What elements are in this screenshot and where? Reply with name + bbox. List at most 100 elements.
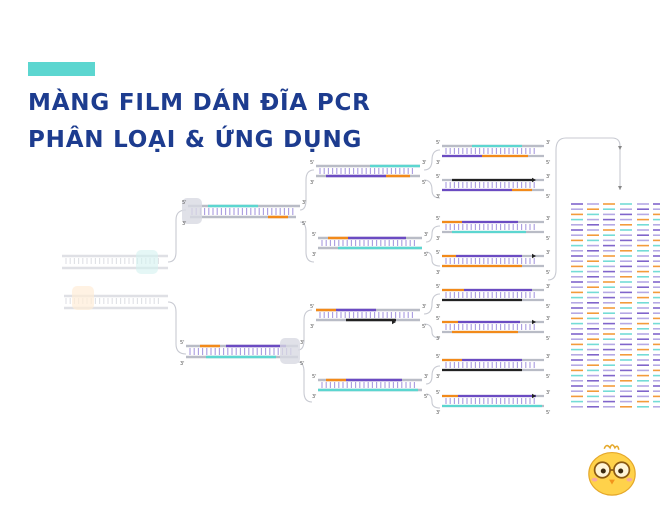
strand-end-label: 5' bbox=[546, 194, 551, 200]
strand-end-label: 3' bbox=[180, 361, 185, 367]
connector-line bbox=[299, 169, 315, 211]
strand-end-label: 5' bbox=[546, 160, 551, 166]
strand-end-label: 3' bbox=[302, 200, 307, 206]
connector-line bbox=[423, 293, 441, 315]
base-pair-rungs bbox=[321, 240, 415, 246]
strand-end-label: 5' bbox=[436, 354, 441, 360]
strand-end-label: 3' bbox=[310, 180, 315, 186]
arrow-head bbox=[392, 319, 396, 325]
strand-end-label: 3' bbox=[310, 324, 315, 330]
strand-end-label: 5' bbox=[436, 216, 441, 222]
strand-end-label: 5' bbox=[300, 361, 305, 367]
strand-end-label: 3' bbox=[436, 270, 441, 276]
arrow-head bbox=[532, 177, 536, 183]
strand-end-label: 5' bbox=[546, 374, 551, 380]
arrow-head bbox=[532, 319, 536, 325]
strand-end-label: 3' bbox=[422, 160, 427, 166]
strand-end-label: 3' bbox=[312, 394, 317, 400]
strand-end-label: 5' bbox=[546, 336, 551, 342]
connector-line bbox=[425, 393, 441, 409]
strand-end-label: 5' bbox=[312, 374, 317, 380]
base-pair-rungs bbox=[445, 398, 535, 404]
base-pair-rungs bbox=[445, 258, 535, 264]
strand-end-label: 5' bbox=[436, 140, 441, 146]
strand-end-label: 5' bbox=[436, 174, 441, 180]
dna-strands bbox=[62, 144, 544, 408]
strand-end-label: 3' bbox=[300, 340, 305, 346]
strand-end-label: 5' bbox=[436, 316, 441, 322]
strand-end-label: 3' bbox=[546, 216, 551, 222]
connector-line bbox=[423, 149, 441, 171]
strand-end-label: 5' bbox=[546, 304, 551, 310]
enzyme-blob bbox=[280, 338, 300, 364]
connector-line bbox=[167, 209, 187, 263]
strand-end-label: 3' bbox=[436, 374, 441, 380]
connector-line bbox=[423, 179, 441, 199]
arrow-head bbox=[532, 253, 536, 259]
strand-end-label: 5' bbox=[546, 236, 551, 242]
base-pair-rungs bbox=[445, 324, 535, 330]
base-pair-rungs bbox=[319, 168, 413, 174]
connector-line bbox=[425, 225, 441, 243]
strand-end-label: 5' bbox=[436, 284, 441, 290]
base-pair-rungs bbox=[445, 292, 535, 298]
enzyme-blob bbox=[182, 198, 202, 224]
connector-line bbox=[425, 251, 441, 267]
strand-end-label: 3' bbox=[424, 374, 429, 380]
connector-line bbox=[423, 323, 441, 339]
page-title-line-1: MÀNG FILM DÁN ĐĨA PCR bbox=[28, 90, 371, 116]
strand-end-label: 5' bbox=[312, 232, 317, 238]
arrow-head bbox=[532, 393, 536, 399]
strand-end-label: 3' bbox=[436, 236, 441, 242]
strand-end-label: 5' bbox=[422, 180, 427, 186]
base-pair-rungs bbox=[65, 258, 159, 264]
amplified-product-array bbox=[571, 203, 660, 408]
base-pair-rungs bbox=[445, 182, 535, 188]
strand-end-label: 5' bbox=[424, 394, 429, 400]
strand-end-label: 5' bbox=[302, 221, 307, 227]
strand-end-label: 5' bbox=[422, 324, 427, 330]
base-pair-rungs bbox=[445, 148, 535, 154]
strand-end-label: 3' bbox=[422, 304, 427, 310]
strand-end-label: 3' bbox=[436, 410, 441, 416]
strand-end-label: 5' bbox=[546, 270, 551, 276]
connector-line bbox=[425, 365, 441, 385]
strand-end-label: 3' bbox=[546, 250, 551, 256]
base-pair-rungs bbox=[65, 298, 159, 304]
strand-end-label: 3' bbox=[436, 336, 441, 342]
initial-dna bbox=[62, 250, 168, 310]
strand-end-label: 5' bbox=[310, 160, 315, 166]
strand-end-labels: 5' 3' 3' 5' 5' 3' 3' 5' 5' 3' 3' 5' 5' 3' 3' 5' 5' 3' 3' 5'… bbox=[180, 140, 551, 416]
strand-end-label: 5' bbox=[424, 252, 429, 258]
base-pair-rungs bbox=[445, 362, 535, 368]
base-pair-rungs bbox=[189, 348, 292, 355]
chick-with-glasses-icon bbox=[588, 444, 636, 496]
strand-end-label: 3' bbox=[546, 284, 551, 290]
base-pair-rungs bbox=[191, 208, 294, 215]
arrow-head bbox=[618, 186, 622, 190]
strand-end-label: 5' bbox=[182, 200, 187, 206]
strand-end-label: 3' bbox=[436, 160, 441, 166]
strand-end-label: 3' bbox=[546, 140, 551, 146]
strand-end-label: 3' bbox=[546, 390, 551, 396]
strand-end-label: 3' bbox=[436, 304, 441, 310]
base-pair-rungs bbox=[321, 382, 415, 388]
connector-line bbox=[547, 137, 621, 281]
page-title-line-2: PHÂN LOẠI & ỨNG DỤNG bbox=[28, 127, 363, 153]
strand-end-label: 3' bbox=[546, 316, 551, 322]
strand-end-label: 5' bbox=[546, 410, 551, 416]
strand-end-label: 3' bbox=[312, 252, 317, 258]
connector-line bbox=[297, 361, 313, 403]
connector-line bbox=[167, 301, 187, 355]
strand-end-label: 5' bbox=[436, 250, 441, 256]
strand-end-label: 5' bbox=[436, 390, 441, 396]
strand-end-label: 3' bbox=[436, 194, 441, 200]
strand-end-label: 3' bbox=[182, 221, 187, 227]
strand-end-label: 5' bbox=[310, 304, 315, 310]
connector-line bbox=[297, 309, 313, 351]
connector-line bbox=[299, 221, 315, 263]
strand-end-label: 5' bbox=[180, 340, 185, 346]
strand-end-label: 3' bbox=[546, 354, 551, 360]
strand-end-label: 3' bbox=[546, 174, 551, 180]
